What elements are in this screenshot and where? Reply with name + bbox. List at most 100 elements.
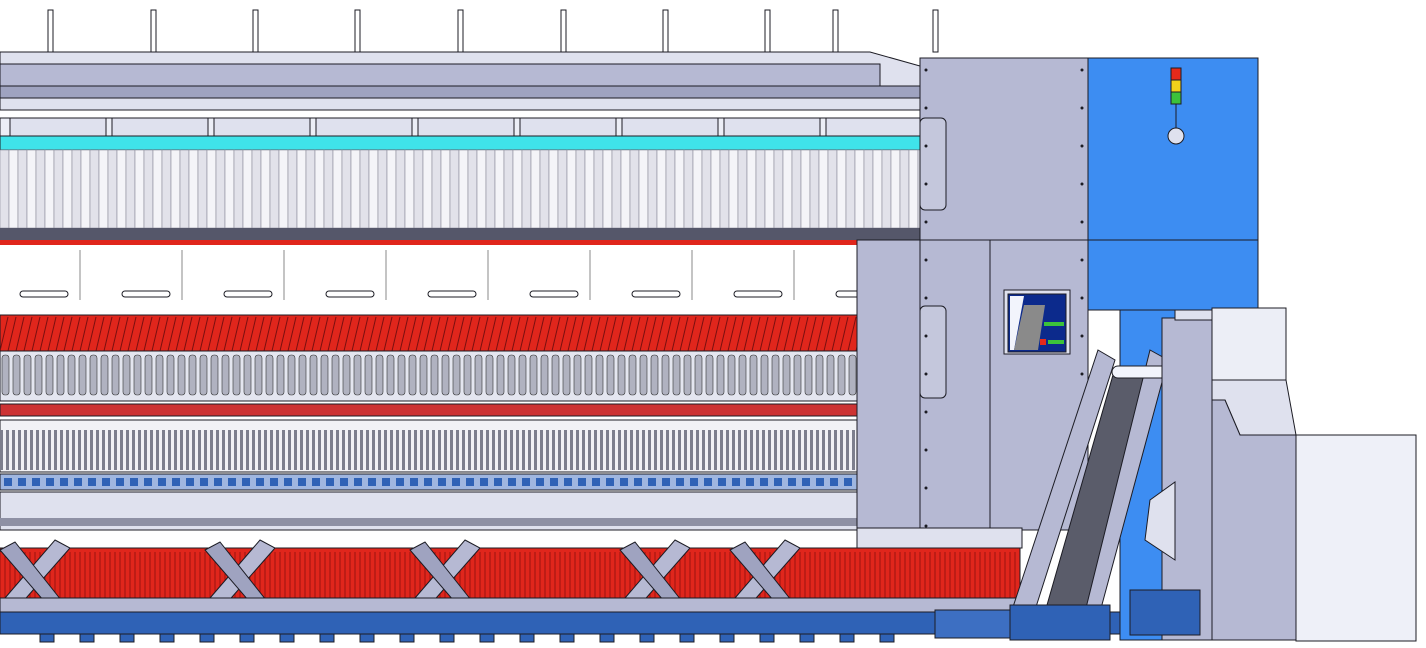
tooth (768, 430, 771, 470)
spindle (782, 354, 791, 396)
tooth (192, 430, 195, 470)
spindle (386, 354, 395, 396)
tooth (162, 430, 165, 470)
screw (924, 410, 928, 414)
spindle (540, 354, 549, 396)
tooth (420, 430, 423, 470)
tooth (702, 430, 705, 470)
tooth (240, 430, 243, 470)
spindle (342, 354, 351, 396)
tooth (606, 430, 609, 470)
tooth (804, 430, 807, 470)
foot (599, 633, 615, 643)
bobbin (197, 149, 208, 229)
bobbin (881, 149, 892, 229)
tooth (762, 430, 765, 470)
bobbin (278, 149, 289, 229)
stripe (751, 316, 761, 352)
spindle (595, 354, 604, 396)
foot (759, 633, 775, 643)
stripe (255, 316, 265, 352)
tooth (540, 430, 543, 470)
spindle (408, 354, 417, 396)
unit (550, 478, 558, 486)
top-posts (47, 9, 939, 53)
unit (4, 478, 12, 486)
signal-green-light (1170, 91, 1182, 105)
foot (799, 633, 815, 643)
tooth (30, 430, 33, 470)
unit (676, 478, 684, 486)
comb-teeth (0, 430, 855, 470)
tooth (324, 430, 327, 470)
stripe (543, 316, 553, 352)
tooth (792, 430, 795, 470)
foot (319, 633, 335, 643)
roller (325, 290, 375, 298)
stripe (295, 316, 305, 352)
screw (1080, 106, 1084, 110)
stripe (591, 316, 601, 352)
bobbin (719, 149, 730, 229)
spindle (628, 354, 637, 396)
tooth (738, 430, 741, 470)
unit (60, 478, 68, 486)
stripe (735, 316, 745, 352)
stripe (711, 316, 721, 352)
unit (816, 478, 824, 486)
unit (690, 478, 698, 486)
tooth (462, 430, 465, 470)
bobbin (413, 149, 424, 229)
bobbin (638, 149, 649, 229)
spindle (364, 354, 373, 396)
conveyor (934, 349, 1169, 641)
unit (494, 478, 502, 486)
bobbin (593, 149, 604, 229)
stripe (351, 316, 361, 352)
bobbin (215, 149, 226, 229)
bobbin (0, 149, 10, 229)
tooth (636, 430, 639, 470)
unit (410, 478, 418, 486)
bobbin (431, 149, 442, 229)
bobbin (296, 149, 307, 229)
tooth (84, 430, 87, 470)
stripe (239, 316, 249, 352)
tooth (366, 430, 369, 470)
stripe (199, 316, 209, 352)
bobbin (188, 149, 199, 229)
tooth (504, 430, 507, 470)
stripe (151, 316, 161, 352)
stripe (727, 316, 737, 352)
bobbin (269, 149, 280, 229)
unit (522, 478, 530, 486)
tooth (228, 430, 231, 470)
tooth (576, 430, 579, 470)
spindle (496, 354, 505, 396)
base-feet (39, 633, 895, 643)
bobbin (863, 149, 874, 229)
tooth (372, 430, 375, 470)
stripe (39, 316, 49, 352)
unit (18, 478, 26, 486)
tooth (102, 430, 105, 470)
unit (564, 478, 572, 486)
spindle (210, 354, 219, 396)
stripe (439, 316, 449, 352)
bobbin (17, 149, 28, 229)
unit (284, 478, 292, 486)
tooth (546, 430, 549, 470)
tooth (846, 430, 849, 470)
stripe (223, 316, 233, 352)
stripe (335, 316, 345, 352)
stripe (703, 316, 713, 352)
foot (639, 633, 655, 643)
bobbin (323, 149, 334, 229)
tooth (360, 430, 363, 470)
tooth (300, 430, 303, 470)
stripe (15, 316, 25, 352)
tooth (594, 430, 597, 470)
spindle (430, 354, 439, 396)
unit (130, 478, 138, 486)
control-screen[interactable] (1003, 289, 1071, 355)
